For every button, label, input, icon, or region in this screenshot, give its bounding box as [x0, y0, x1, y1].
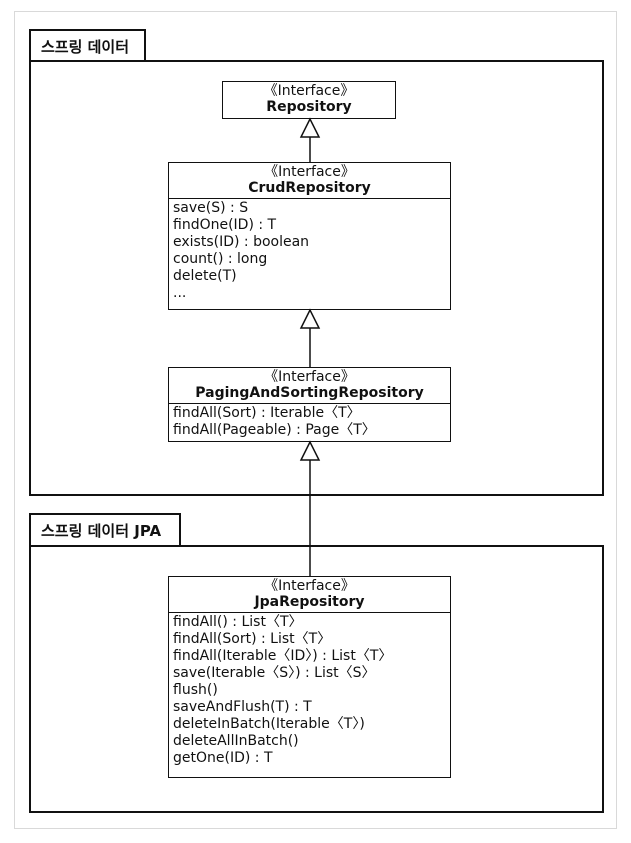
stereotype-label: 《Interface》 — [263, 83, 355, 99]
method: findAll(Sort) : Iterable〈T〉 — [173, 405, 361, 421]
method: findAll(Sort) : List〈T〉 — [173, 631, 332, 647]
class-crud-repository: 《Interface》 CrudRepository save(S) : S f… — [168, 162, 451, 310]
method: findAll() : List〈T〉 — [173, 614, 303, 630]
method: count() : long — [173, 251, 268, 267]
method: save(S) : S — [173, 200, 249, 216]
method-list: findAll() : List〈T〉 findAll(Sort) : List… — [169, 613, 450, 767]
class-paging-and-sorting-repository: 《Interface》 PagingAndSortingRepository f… — [168, 367, 451, 442]
inheritance-arrowhead — [299, 308, 321, 329]
class-name: PagingAndSortingRepository — [195, 385, 424, 401]
method: saveAndFlush(T) : T — [173, 699, 312, 715]
inheritance-arrowhead — [299, 117, 321, 138]
method: findOne(ID) : T — [173, 217, 277, 233]
stereotype-label: 《Interface》 — [264, 164, 355, 180]
method: getOne(ID) : T — [173, 750, 273, 766]
package-spring-data-jpa-tab: 스프링 데이터 JPA — [29, 513, 181, 547]
class-jpa-repository: 《Interface》 JpaRepository findAll() : Li… — [168, 576, 451, 778]
method: findAll(Pageable) : Page〈T〉 — [173, 422, 376, 438]
method: delete(T) — [173, 268, 237, 284]
method: deleteInBatch(Iterable〈T〉) — [173, 716, 365, 732]
package-spring-data-tab: 스프링 데이터 — [29, 29, 146, 62]
inheritance-arrowhead — [299, 440, 321, 461]
class-crud-repository-header: 《Interface》 CrudRepository — [169, 163, 450, 199]
diagram-frame — [14, 11, 617, 829]
class-jpa-header: 《Interface》 JpaRepository — [169, 577, 450, 613]
stereotype-label: 《Interface》 — [264, 369, 355, 385]
method: exists(ID) : boolean — [173, 234, 310, 250]
class-name: CrudRepository — [248, 180, 371, 196]
package-spring-data-jpa-label: 스프링 데이터 JPA — [41, 522, 162, 540]
class-repository-header: 《Interface》 Repository — [223, 82, 395, 117]
method-list: save(S) : S findOne(ID) : T exists(ID) :… — [169, 199, 450, 302]
method: deleteAllInBatch() — [173, 733, 299, 749]
class-name: Repository — [266, 99, 352, 115]
class-repository: 《Interface》 Repository — [222, 81, 396, 119]
class-name: JpaRepository — [254, 594, 365, 610]
method: ... — [173, 285, 187, 301]
package-spring-data-label: 스프링 데이터 — [41, 38, 130, 56]
stereotype-label: 《Interface》 — [264, 578, 355, 594]
method: findAll(Iterable〈ID〉) : List〈T〉 — [173, 648, 393, 664]
method: flush() — [173, 682, 218, 698]
method: save(Iterable〈S〉) : List〈S〉 — [173, 665, 376, 681]
class-paging-header: 《Interface》 PagingAndSortingRepository — [169, 368, 450, 404]
method-list: findAll(Sort) : Iterable〈T〉 findAll(Page… — [169, 404, 450, 439]
